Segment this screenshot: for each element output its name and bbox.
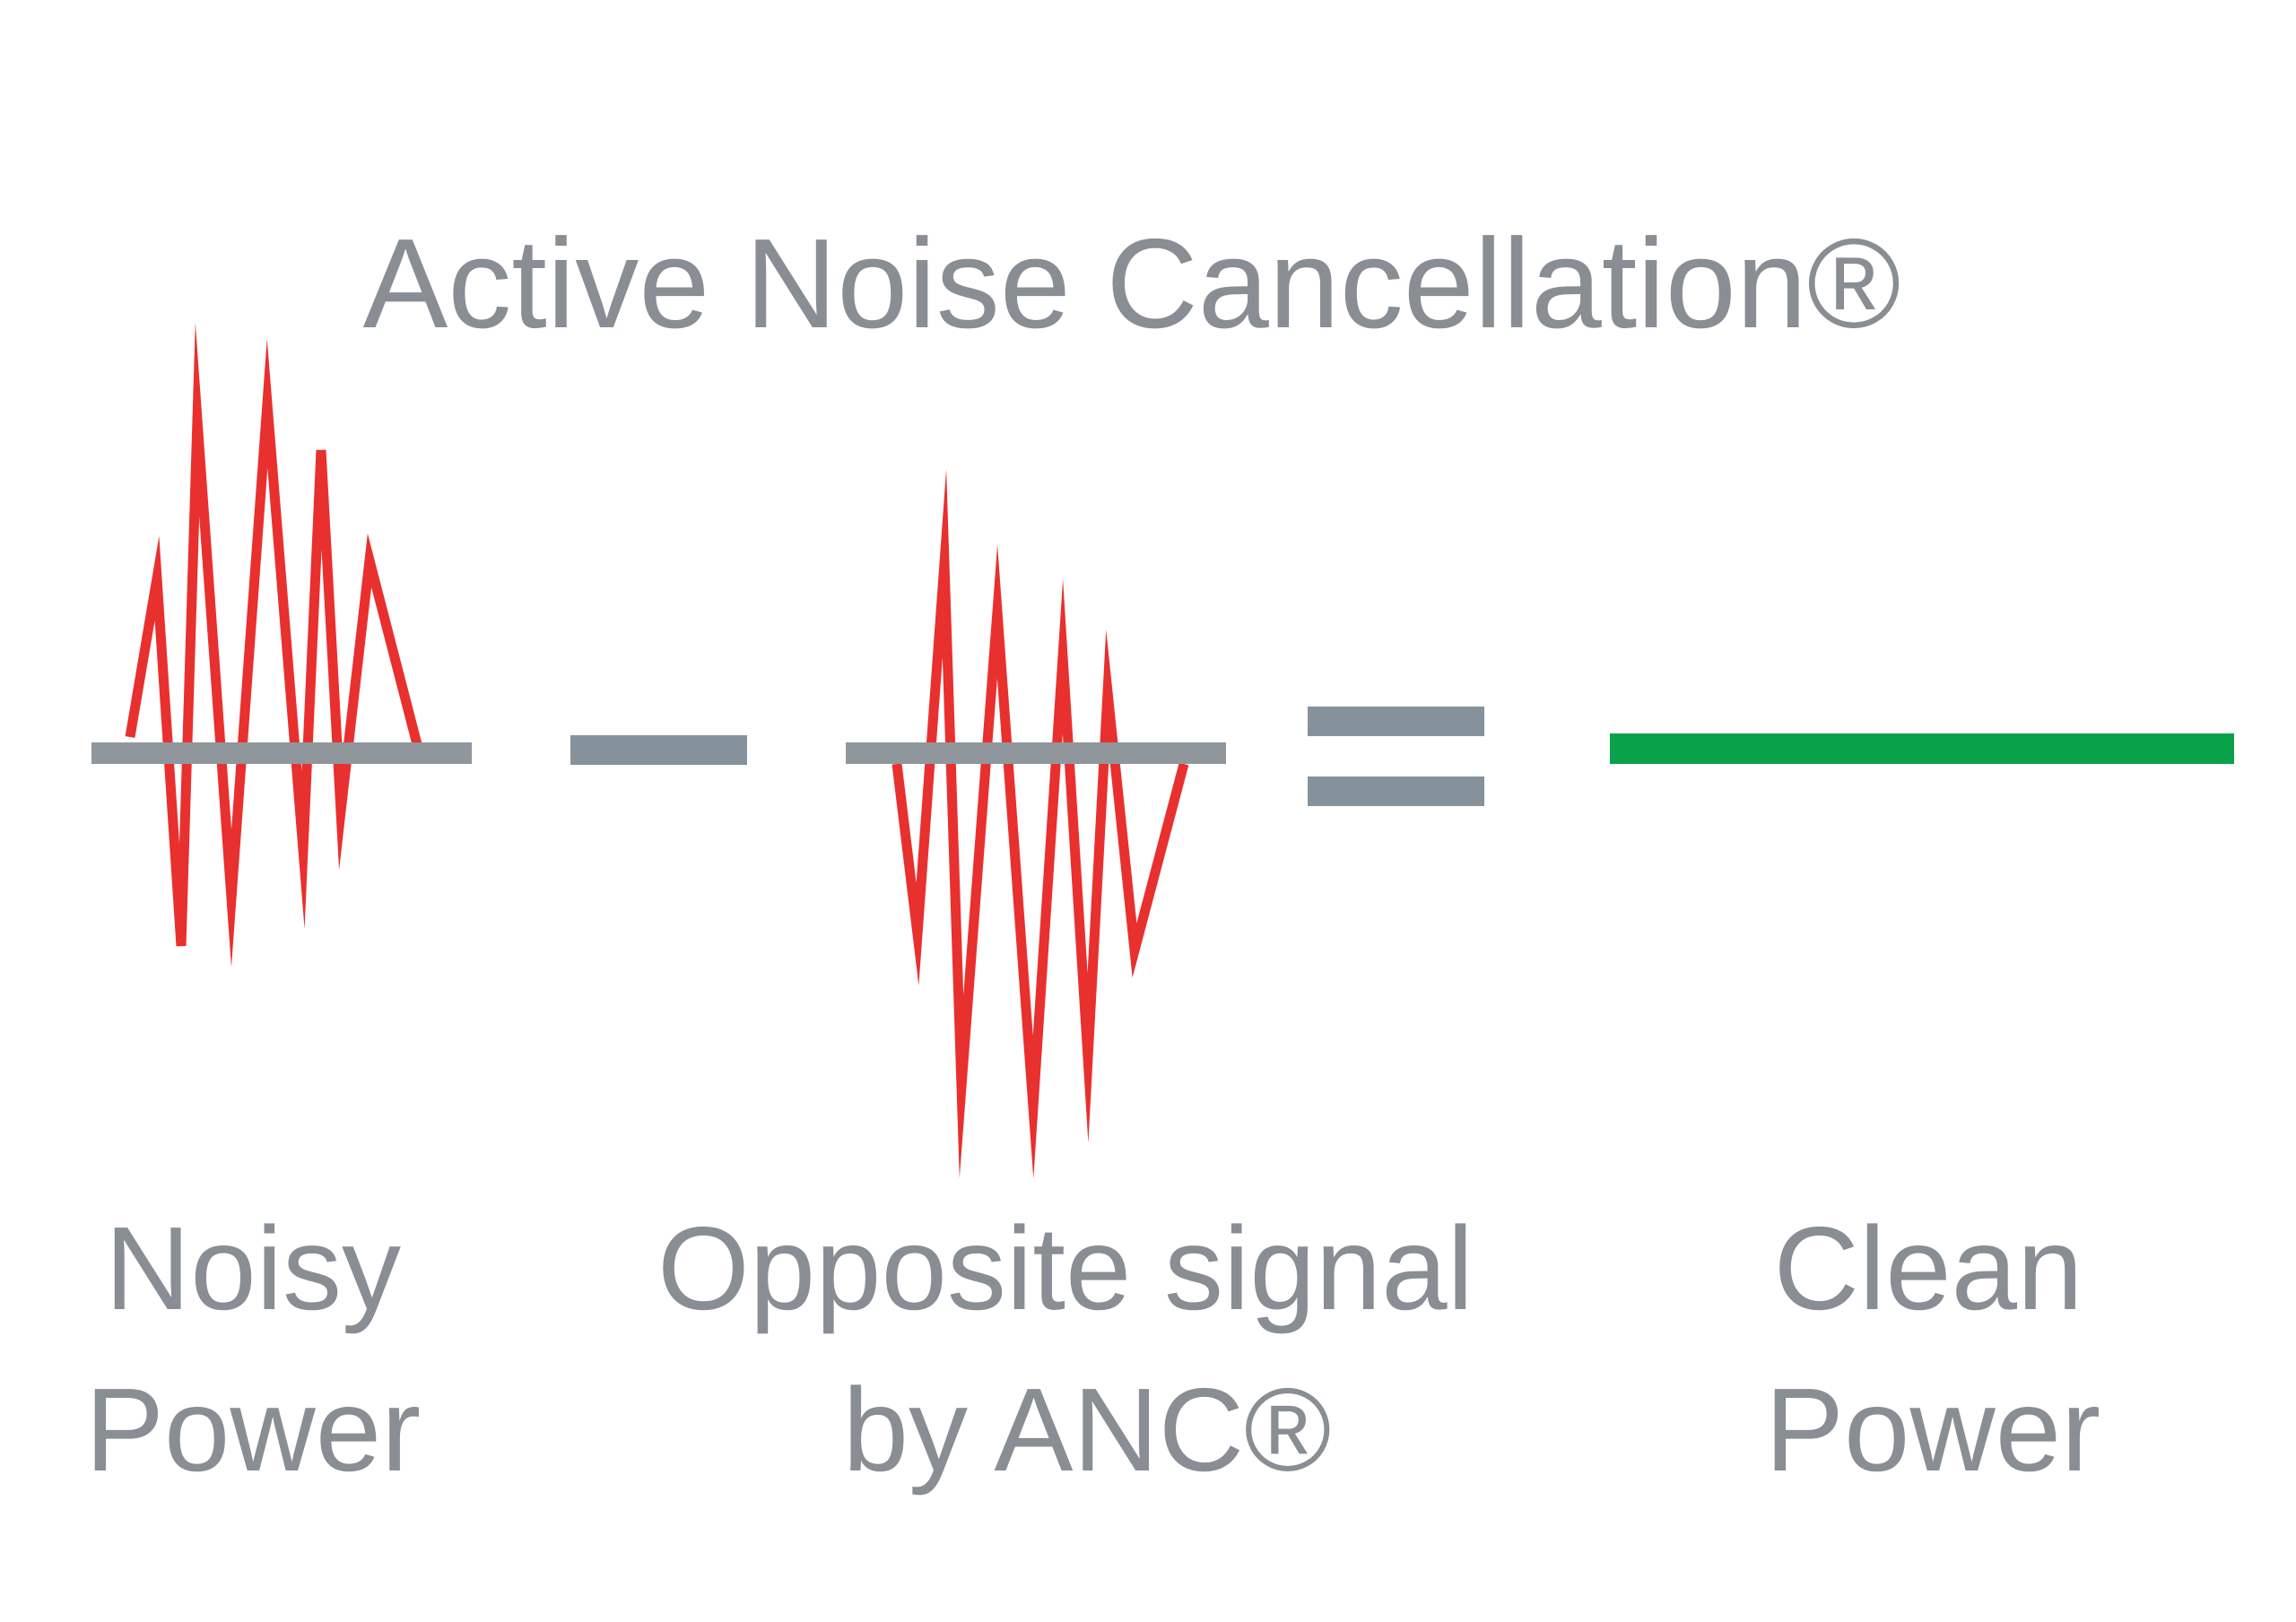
minus-operator-icon xyxy=(570,735,747,765)
label-noisy-power: Noisy Power xyxy=(85,1202,421,1496)
inverted-wave-spikes xyxy=(891,469,1189,1179)
inverted-wave-icon xyxy=(846,469,1226,1179)
diagram-title: Active Noise Cancellation® xyxy=(363,213,1901,355)
label-clean-line1: Clean xyxy=(1774,1202,2083,1334)
noisy-wave-icon xyxy=(91,322,472,967)
noisy-wave-spikes xyxy=(125,322,422,967)
label-opposite-signal: Opposite signal by ANC® xyxy=(657,1202,1474,1496)
label-noisy-line1: Noisy xyxy=(105,1202,401,1334)
label-noisy-line2: Power xyxy=(85,1364,421,1496)
inverted-baseline xyxy=(846,742,1226,764)
flat-line-icon xyxy=(1610,733,2234,764)
label-opposite-line1: Opposite signal xyxy=(657,1202,1474,1334)
equals-operator-icon xyxy=(1308,707,1484,806)
noisy-baseline xyxy=(91,742,472,764)
label-clean-power: Clean Power xyxy=(1765,1202,2100,1496)
label-clean-line2: Power xyxy=(1765,1364,2100,1496)
label-opposite-line2: by ANC® xyxy=(843,1364,1332,1496)
